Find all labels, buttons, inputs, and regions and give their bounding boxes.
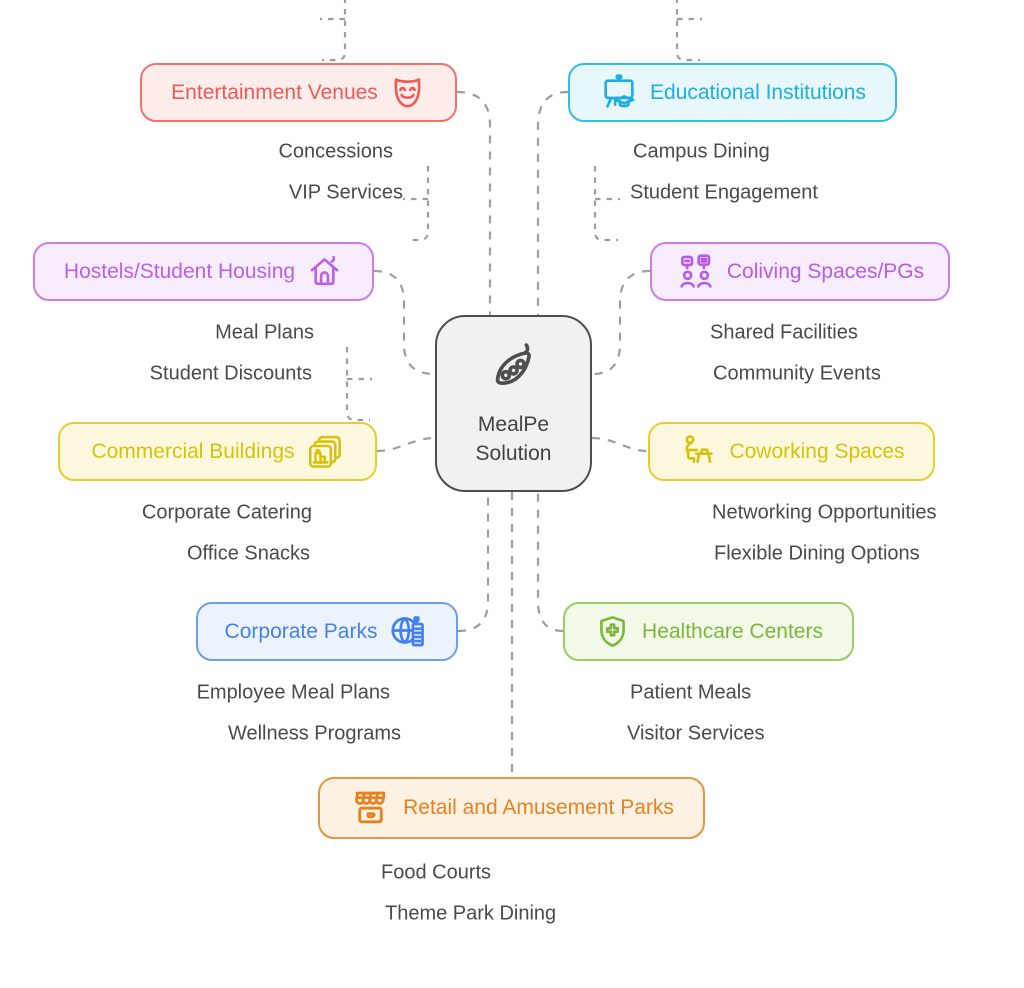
sub-label: Visitor Services [627, 722, 765, 745]
stacked-buildings-icon [306, 433, 344, 471]
people-chat-icon [676, 252, 716, 292]
sub-label: Meal Plans [215, 321, 314, 344]
sub-label: Student Discounts [149, 362, 312, 385]
sub-label: Networking Opportunities [712, 501, 937, 524]
center-node-mealpe-solution: MealPe Solution [435, 315, 592, 492]
node-entertainment-venues: Entertainment Venues [140, 63, 457, 122]
sub-label: VIP Services [288, 181, 403, 204]
sub-label: Concessions [278, 140, 393, 163]
node-label: Educational Institutions [650, 80, 866, 104]
node-label: Commercial Buildings [91, 439, 295, 463]
pea-pod-icon [485, 339, 543, 405]
sub-label: Office Snacks [186, 542, 310, 565]
node-coliving-spaces-pgs: Coliving Spaces/PGs [650, 242, 950, 301]
node-label: Retail and Amusement Parks [403, 796, 674, 819]
branch-coworking [591, 0, 702, 453]
theater-mask-icon [389, 74, 426, 111]
branch-hostels [373, 269, 435, 376]
branch-healthcare [536, 166, 620, 633]
shield-cross-icon [594, 613, 631, 650]
node-educational-institutions: Educational Institutions [568, 63, 897, 122]
branch-corporate [403, 166, 490, 633]
node-coworking-spaces: Coworking Spaces [648, 422, 935, 481]
globe-building-icon [388, 611, 429, 652]
sub-label: Shared Facilities [710, 321, 858, 344]
branch-educational [536, 90, 569, 315]
sub-label: Flexible Dining Options [714, 542, 920, 565]
branch-coliving [592, 269, 651, 376]
node-label: Corporate Parks [224, 619, 378, 643]
person-desk-icon [678, 432, 718, 472]
easel-graduation-icon [599, 73, 639, 113]
node-label: Hostels/Student Housing [63, 259, 296, 283]
house-icon [306, 253, 343, 290]
center-title-line2: Solution [475, 441, 552, 465]
node-retail-amusement-parks: Retail and Amusement Parks [318, 777, 705, 839]
node-hostels-student-housing: Hostels/Student Housing [33, 242, 374, 301]
sub-label: Food Courts [381, 861, 492, 884]
sub-label: Corporate Catering [141, 501, 312, 524]
node-label: Coliving Spaces/PGs [726, 259, 925, 283]
node-commercial-buildings: Commercial Buildings [58, 422, 377, 481]
sub-label: Community Events [713, 362, 881, 385]
node-healthcare-centers: Healthcare Centers [563, 602, 854, 661]
branch-commercial [320, 0, 436, 453]
branch-entertainment [456, 90, 492, 315]
storefront-icon [349, 787, 392, 830]
sub-label: Theme Park Dining [385, 902, 557, 925]
sub-label: Patient Meals [630, 681, 752, 704]
node-label: Coworking Spaces [729, 439, 905, 463]
node-corporate-parks: Corporate Parks [196, 602, 458, 661]
node-label: Entertainment Venues [171, 80, 378, 104]
center-title-line1: MealPe [477, 413, 550, 437]
sub-label: Employee Meal Plans [196, 681, 390, 704]
sub-label: Campus Dining [633, 140, 770, 163]
branch-retail [345, 347, 514, 777]
sub-label: Wellness Programs [227, 722, 401, 745]
node-label: Healthcare Centers [642, 619, 823, 643]
sub-label: Student Engagement [630, 181, 818, 204]
